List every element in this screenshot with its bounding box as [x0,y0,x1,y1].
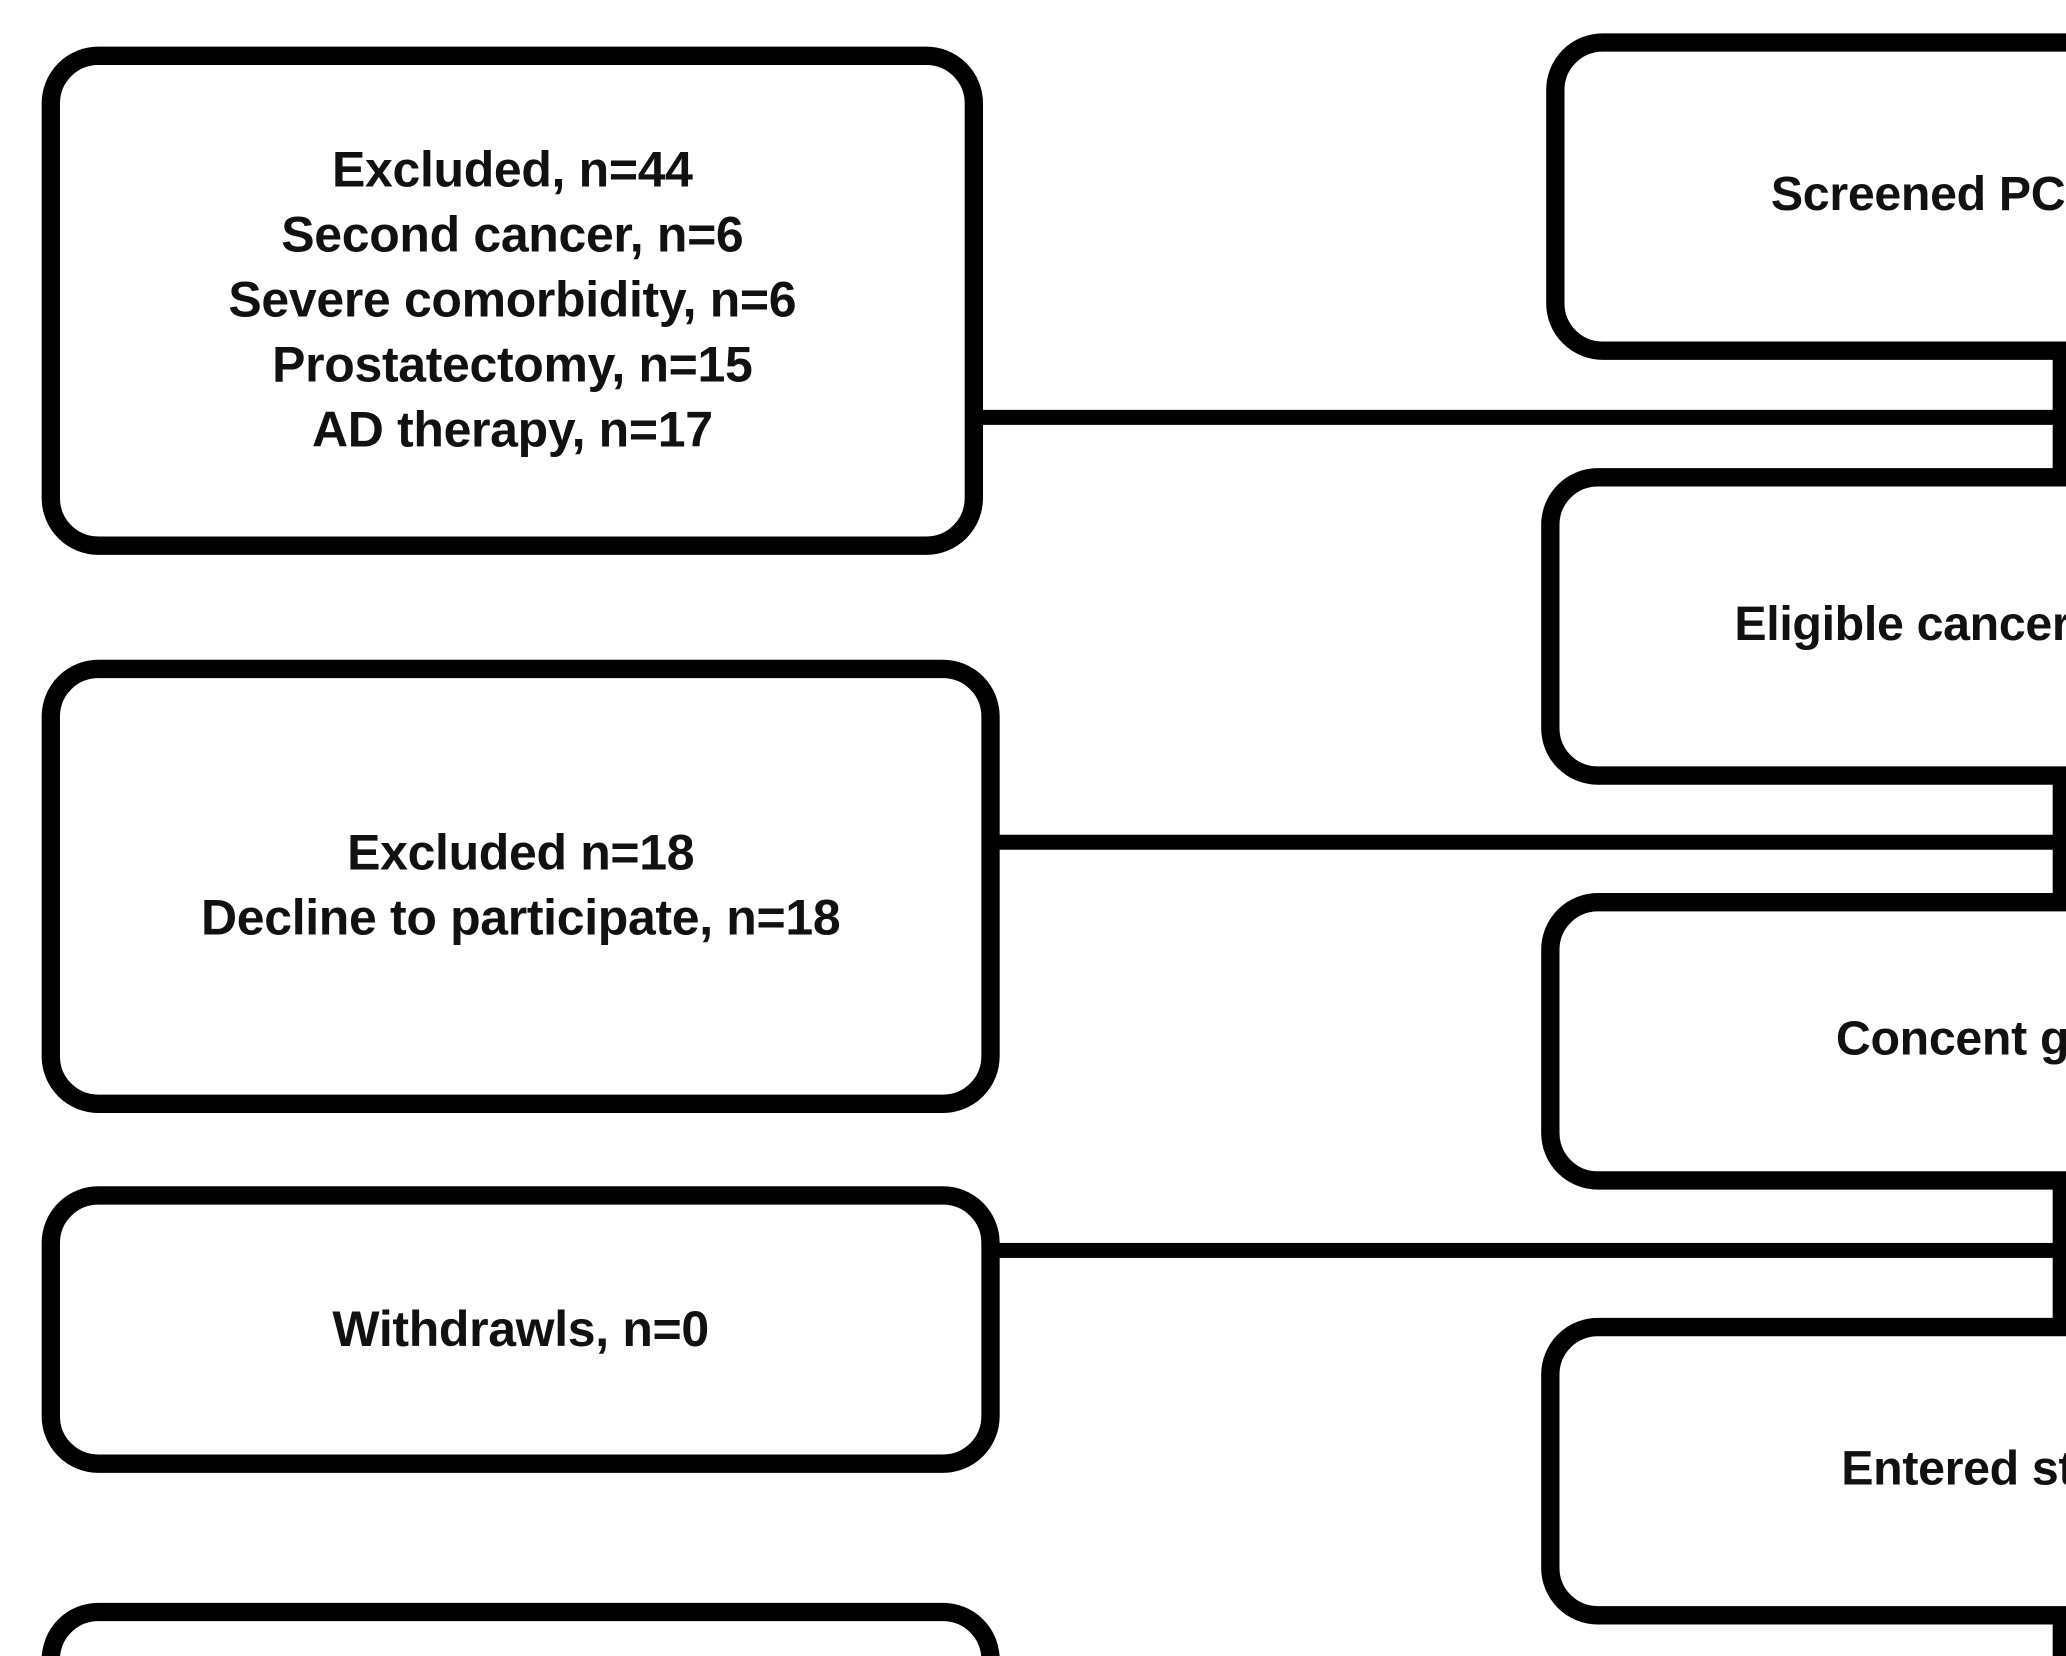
flow-box-screened-label: Screened PC patient n=78 [1770,168,2066,222]
flow-box-consent-label: Concent given n=16 [1835,1013,2066,1067]
flow-box-screened[interactable]: Screened PC patient n=78 [1546,33,2066,360]
flow-box-entered-label: Entered study n=16 [1841,1443,2066,1497]
withdrawals-box-consent-label: Withdrawls, n=0 [332,1302,709,1358]
exclusion-box-screening[interactable]: Excluded, n=44 Second cancer, n=6 Severe… [41,46,984,555]
exclusion-box-screening-label: Excluded, n=44 Second cancer, n=6 Severe… [228,143,797,459]
connector-exclusion-eligible [993,834,2063,850]
flow-box-entered[interactable]: Entered study n=16 [1541,1317,2066,1625]
flow-box-consent[interactable]: Concent given n=16 [1541,893,2066,1190]
exclusion-box-eligible[interactable]: Excluded n=18 Decline to participate, n=… [41,659,1000,1113]
connector-withdrawals-consent [993,1242,2063,1258]
exclusion-box-eligible-label: Excluded n=18 Decline to participate, n=… [201,826,841,947]
connector-exclusion-screening [979,409,2063,425]
flow-box-eligible-label: Eligible cancer patients n=34 [1734,598,2066,652]
withdrawals-box-entered[interactable]: Withdrawls, n=0 [41,1602,1000,1656]
withdrawals-box-consent[interactable]: Withdrawls, n=0 [41,1186,1000,1473]
flow-box-eligible[interactable]: Eligible cancer patients n=34 [1541,468,2066,785]
connector-entered-to-completed [2052,1617,2066,1656]
